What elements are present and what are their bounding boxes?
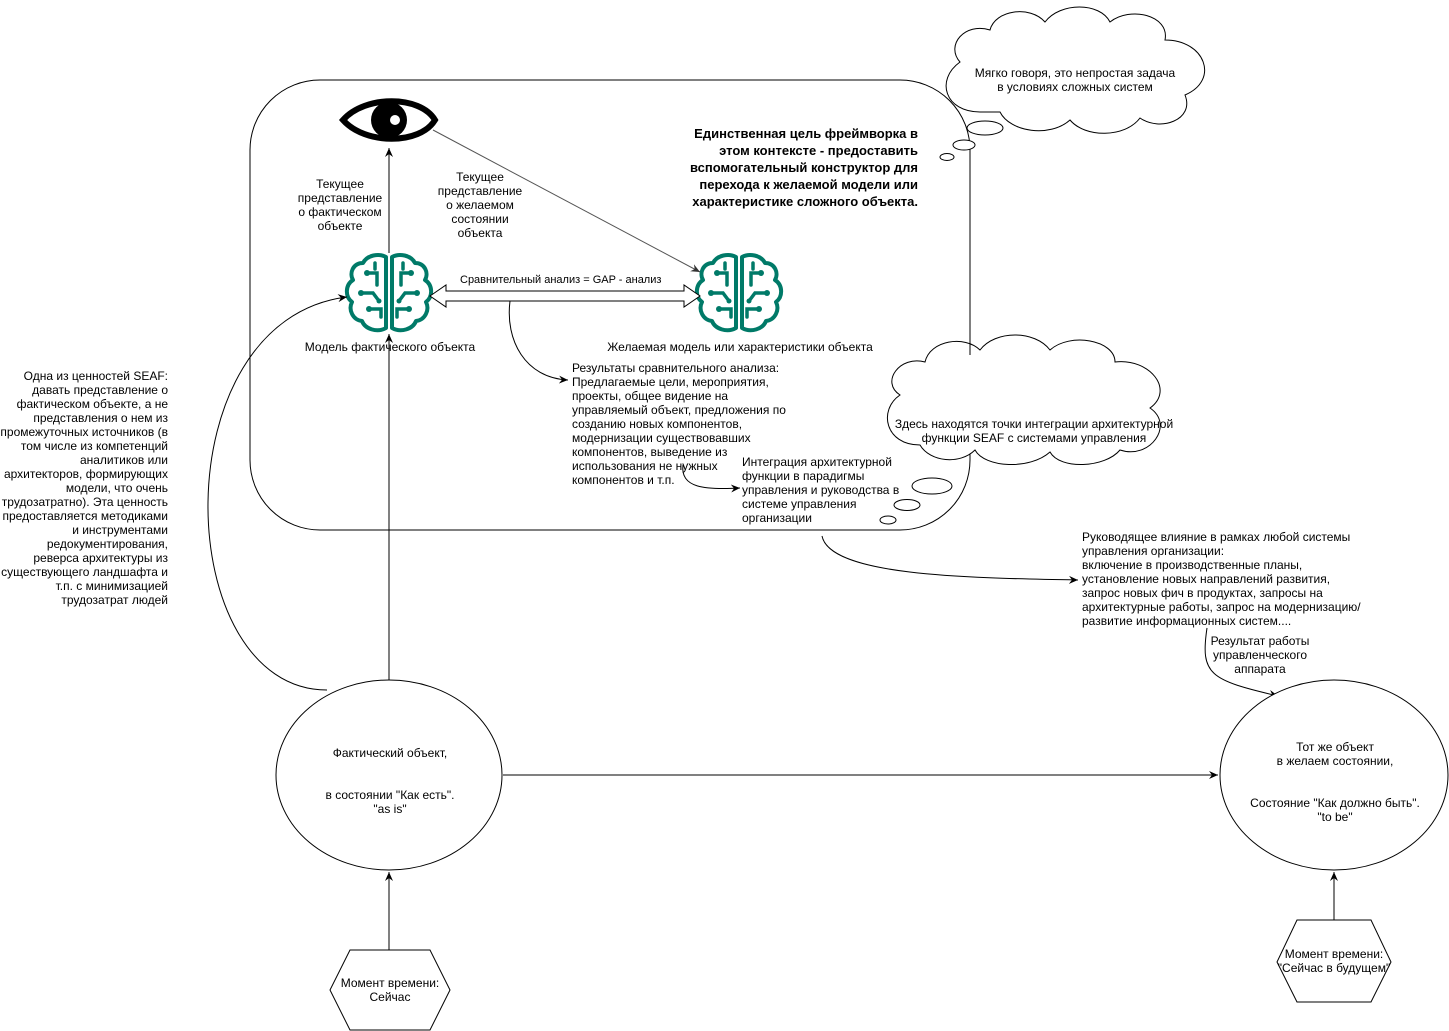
as-is-text: Фактический объект, в состоянии "Как ест… [325, 746, 455, 816]
to-be-ellipse [1219, 679, 1449, 871]
brain-actual-icon [344, 253, 434, 333]
guiding-text: Руководящее влияние в рамках любой систе… [1082, 530, 1361, 628]
hex-now [329, 949, 451, 1031]
arrow-eye-to-desired [432, 129, 701, 273]
moment-now-text: Момент времени: Сейчас [340, 976, 440, 1004]
cloud-top-text: Мягко говоря, это непростая задача в усл… [974, 66, 1176, 94]
moment-future-text: Момент времени: "Сейчас в будущем" [1277, 947, 1391, 975]
integration-points-text: Здесь находятся точки интеграции архитек… [894, 417, 1174, 445]
curve-gap-to-results [508, 300, 569, 384]
seaf-value-text: Одна из ценностей SEAF: давать представл… [0, 369, 168, 607]
mgmt-result-text: Результат работы управленческого аппарат… [1210, 634, 1310, 676]
to-be-text: Тот же объект в желаем состоянии, Состоя… [1250, 740, 1420, 824]
cloud-top [939, 6, 1206, 161]
integration-text: Интеграция архитектурной функции в парад… [742, 455, 900, 525]
framework-goal-text: Единственная цель фреймворка в этом конт… [690, 126, 918, 209]
actual-model-label: Модель фактического объекта [304, 340, 476, 354]
eye-icon [338, 98, 439, 142]
cloud-integration [879, 334, 1161, 525]
curve-results-to-integration [682, 464, 741, 493]
brain-desired-icon [694, 253, 784, 333]
desired-model-label: Желаемая модель или характеристики объек… [607, 340, 873, 354]
gap-double-arrow [429, 284, 701, 308]
as-is-ellipse [275, 679, 503, 871]
curve-integration-to-guiding [821, 535, 1079, 584]
gap-label: Сравнительный анализ = GAP - анализ [460, 274, 662, 286]
results-text: Результаты сравнительного анализа: Предл… [572, 361, 786, 487]
current-actual-label: Текущее представление о фактическом объе… [297, 177, 383, 233]
current-desired-label: Текущее представление о желаемом состоян… [437, 170, 523, 240]
curve-guiding-to-tobe [1204, 627, 1279, 698]
curve-asis-to-actual [207, 294, 348, 691]
hex-future [1276, 919, 1392, 1003]
